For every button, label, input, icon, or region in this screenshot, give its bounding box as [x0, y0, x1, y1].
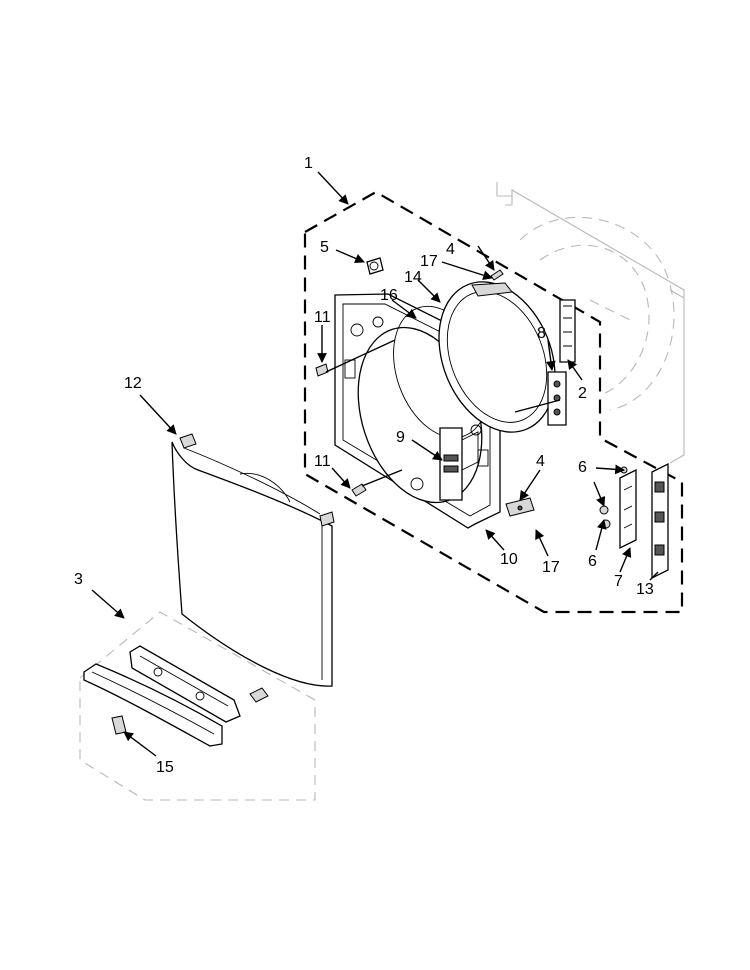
callout-16: 16: [380, 287, 398, 304]
door-inner-ring: [438, 281, 556, 433]
screws: [315, 269, 535, 517]
assembly-1-boundary: [303, 190, 684, 614]
latch-bracket: [439, 427, 479, 501]
callout-14: 14: [404, 269, 422, 286]
assembly-3-boundary: [79, 611, 316, 801]
callout-labels: 1 5 4 17 14 16 11 8 2 9 11 4 6 6 7 13 10…: [74, 155, 654, 776]
callout-13: 13: [636, 581, 654, 598]
callout-17-bottom: 17: [542, 559, 560, 576]
callout-2: 2: [578, 385, 587, 402]
callout-12: 12: [124, 375, 142, 392]
callout-5: 5: [320, 239, 329, 256]
callout-10: 10: [500, 551, 518, 568]
hinge-hardware: [599, 462, 669, 580]
callout-15: 15: [156, 759, 174, 776]
knob-part: [366, 257, 384, 275]
handle-assembly: [83, 645, 269, 747]
callout-4-top: 4: [446, 241, 455, 258]
callout-6-top: 6: [578, 459, 587, 476]
callout-11-top: 11: [314, 309, 331, 326]
callout-11-bottom: 11: [314, 453, 331, 470]
callout-3: 3: [74, 571, 83, 588]
callout-9: 9: [396, 429, 405, 446]
leader-lines: [91, 171, 659, 757]
hinge-assembly: [547, 299, 576, 426]
cabinet-outline-ghost: [496, 182, 685, 464]
outer-door-panel: [171, 433, 335, 687]
callout-7: 7: [614, 573, 623, 590]
callout-1: 1: [304, 155, 313, 172]
callout-6-bottom: 6: [588, 553, 597, 570]
callout-8: 8: [537, 325, 546, 342]
callout-17-top: 17: [420, 253, 438, 270]
callout-4-bottom: 4: [536, 453, 545, 470]
